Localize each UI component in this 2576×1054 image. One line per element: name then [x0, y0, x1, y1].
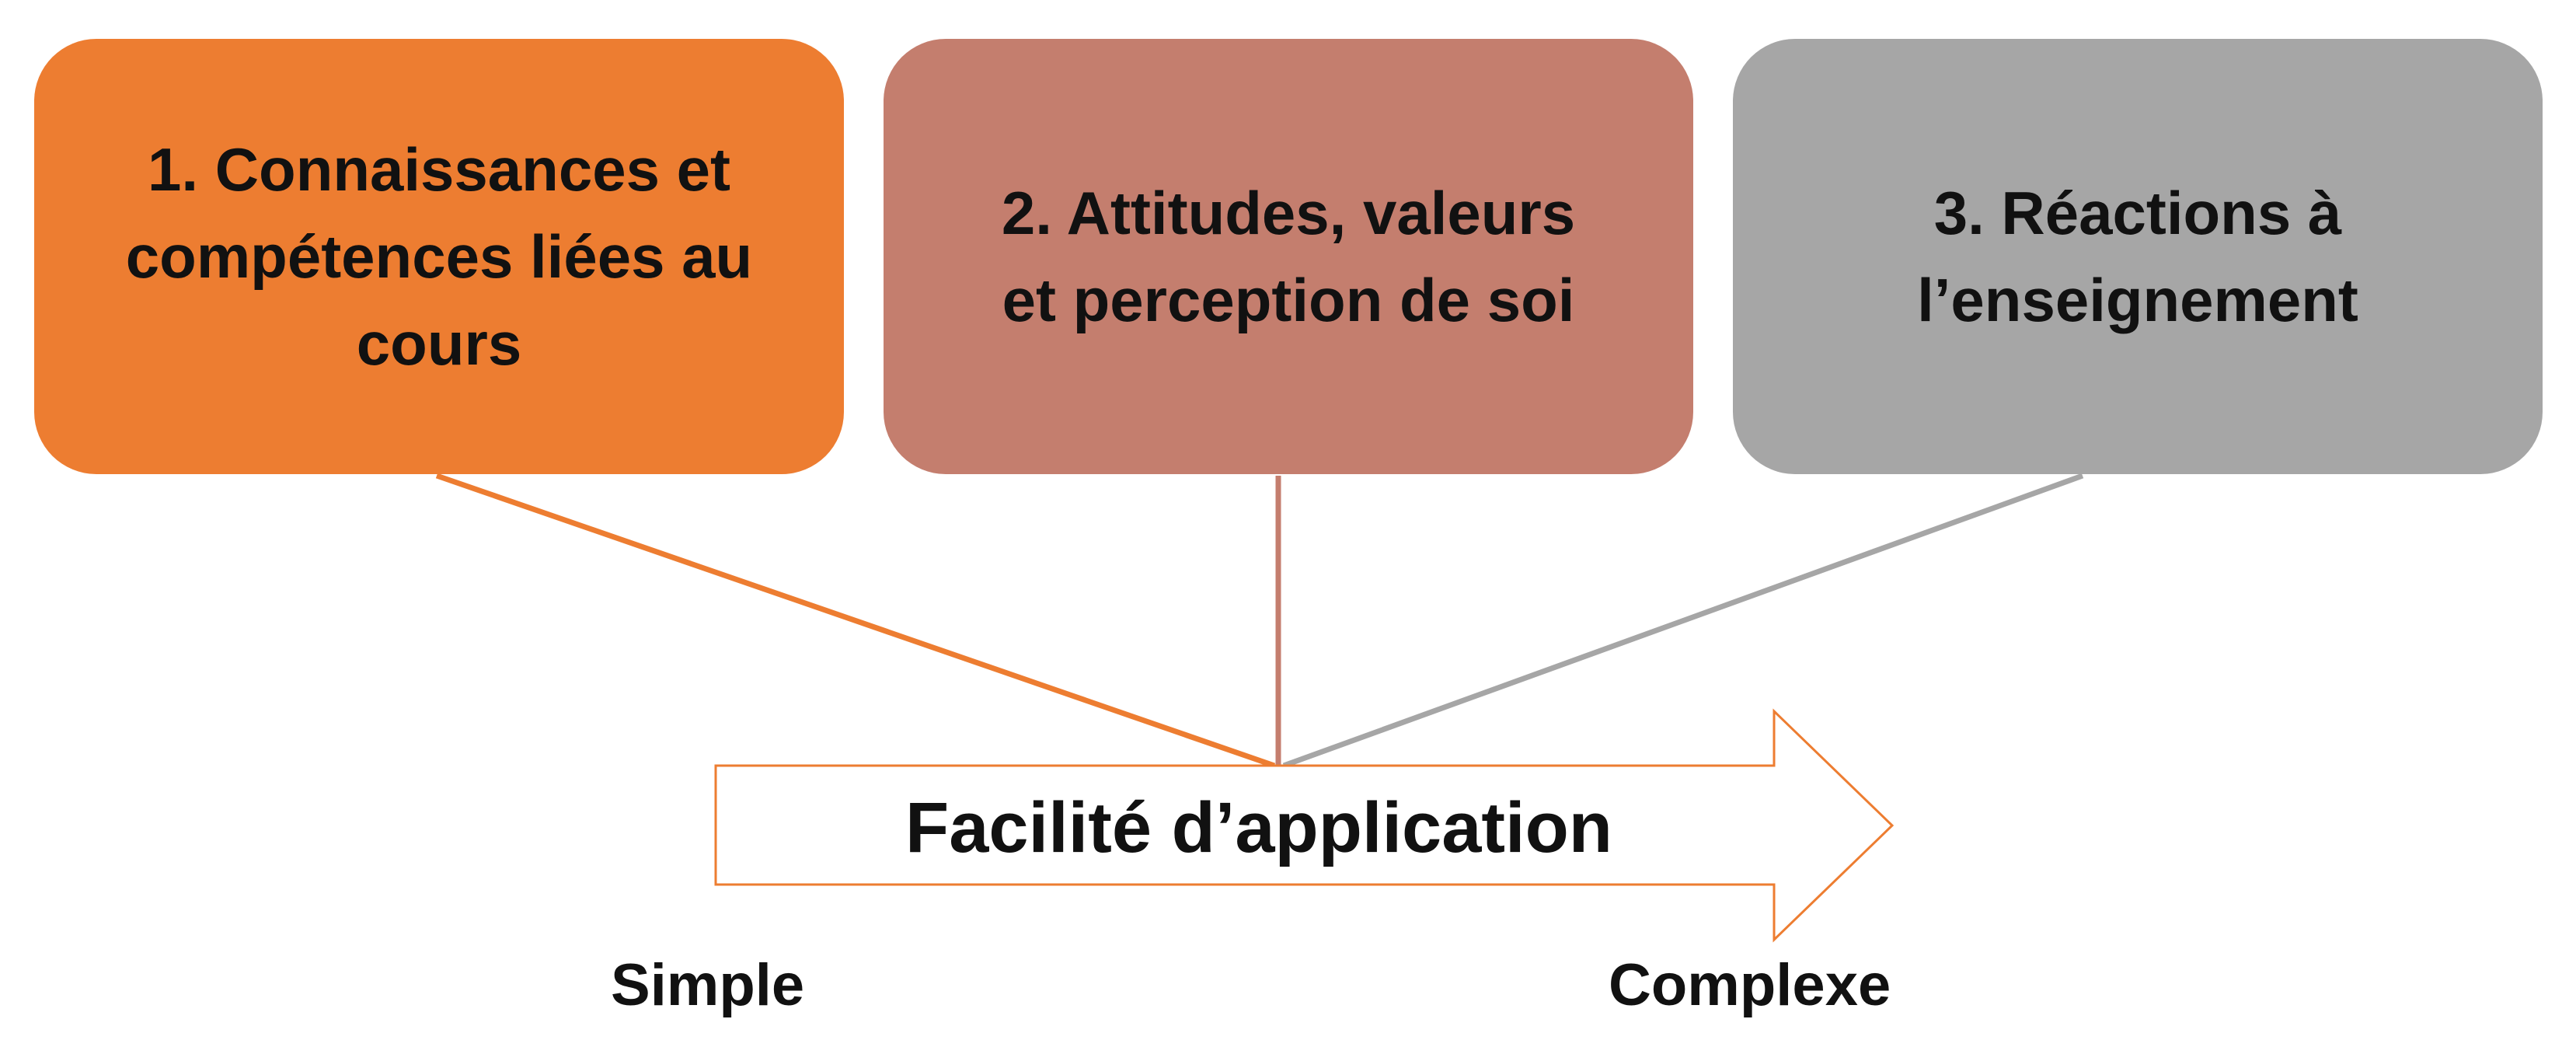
- scale-end-label: Complexe: [1609, 952, 1891, 1018]
- connector-line-reactions: [1282, 473, 2084, 769]
- connector-line-knowledge: [435, 473, 1276, 769]
- box-teaching-reactions: 3. Réactions à l’enseignement: [1733, 39, 2543, 474]
- box-teaching-reactions-label: 3. Réactions à l’enseignement: [1917, 179, 2358, 334]
- box-attitudes-values: 2. Attitudes, valeurs et perception de s…: [884, 39, 1693, 474]
- box-attitudes-values-label: 2. Attitudes, valeurs et perception de s…: [1001, 179, 1576, 334]
- ease-of-application-arrow: [714, 708, 1895, 943]
- arrow-label: Facilité d’application: [905, 788, 1612, 867]
- box-knowledge-skills: 1. Connaissances et compétences liées au…: [34, 39, 844, 474]
- box-knowledge-skills-label: 1. Connaissances et compétences liées au…: [125, 135, 753, 378]
- scale-start-label: Simple: [611, 952, 805, 1018]
